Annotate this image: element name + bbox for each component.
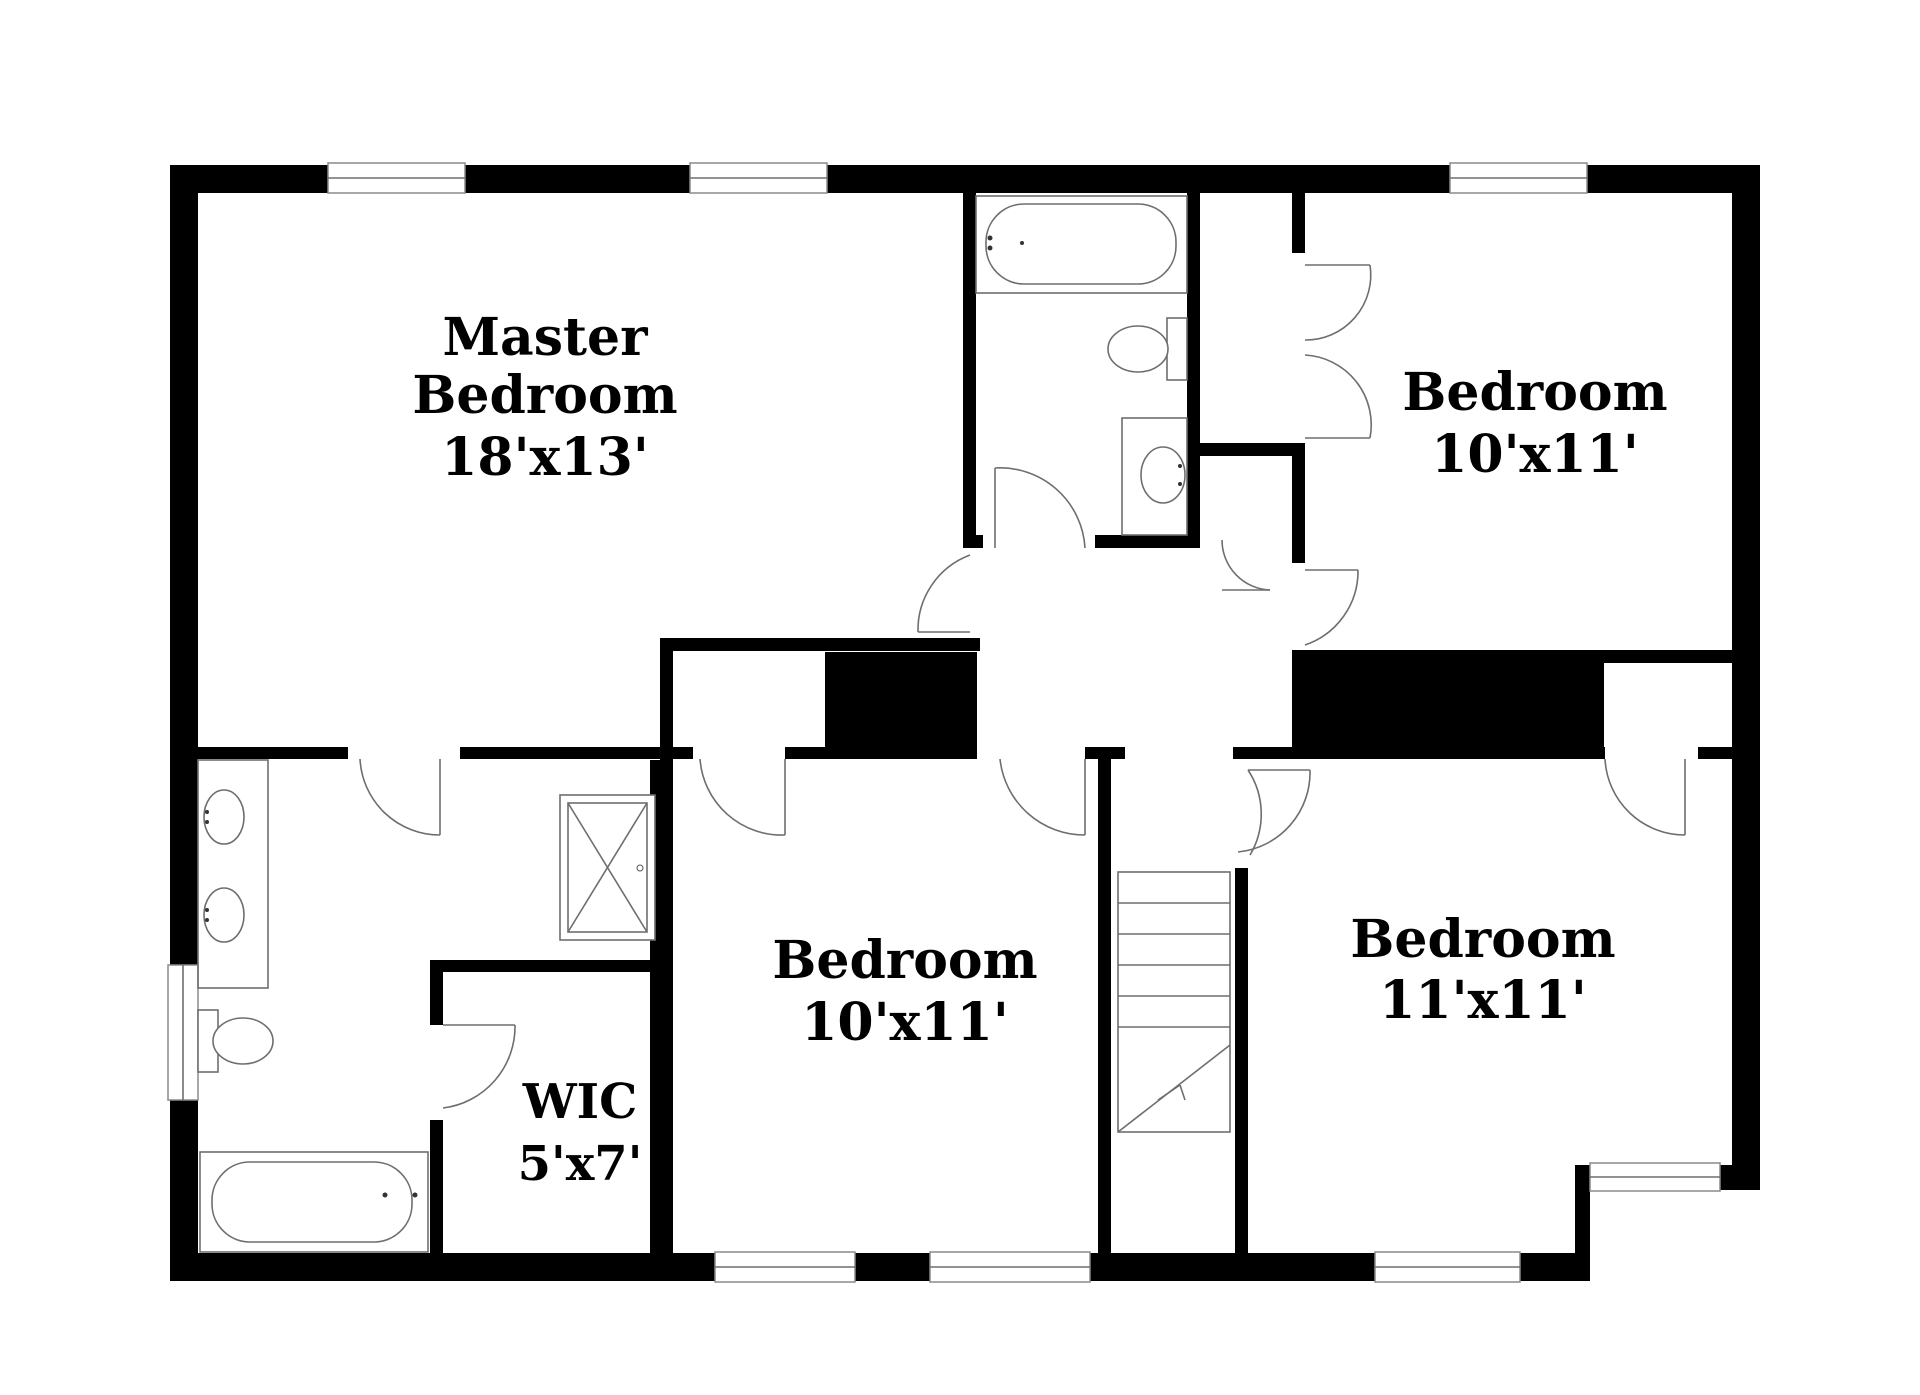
door-swing-icon: [994, 467, 1086, 549]
door-swing-icon: [442, 1024, 516, 1109]
wall-center-top-stub: [673, 747, 693, 759]
wall-center-left: [660, 638, 673, 1270]
master-bedroom-label-line2: Bedroom: [412, 365, 677, 426]
closet-solid-center: [825, 652, 977, 759]
door-swing-icon: [359, 758, 441, 836]
window-icon: [714, 1251, 856, 1283]
window-icon: [327, 162, 466, 194]
wall-left: [170, 165, 198, 1281]
bedroom-center-label: Bedroom: [772, 930, 1037, 991]
hall-bath-fixtures: [975, 195, 1188, 536]
wall-wic-top: [430, 960, 660, 972]
door-swing-icon: [1221, 539, 1271, 591]
window-icon: [1449, 162, 1588, 194]
bedroom-se-size: 11'x11': [1379, 970, 1587, 1031]
closet-solid-right: [1292, 663, 1595, 759]
window-icon: [929, 1251, 1091, 1283]
wall-stair-right: [1235, 868, 1248, 1270]
wall-center-right: [1098, 747, 1111, 1270]
wall-ne-left-lower: [1292, 443, 1305, 563]
sink-icon: [1121, 417, 1188, 536]
sink-icon: [203, 789, 245, 845]
bedroom-ne-label: Bedroom: [1402, 362, 1667, 423]
bathtub-icon: [199, 1151, 429, 1253]
bathtub-icon: [975, 195, 1188, 294]
door-swing-icon: [1237, 769, 1311, 856]
wall-bath2-right: [1187, 193, 1200, 548]
toilet-icon: [197, 1009, 274, 1073]
window-icon: [1374, 1251, 1521, 1283]
master-bedroom-label-line1: Master: [442, 307, 648, 368]
bedroom-se-label: Bedroom: [1350, 909, 1615, 970]
window-icon: [1589, 1162, 1721, 1192]
wall-center-top-right: [785, 747, 835, 759]
wall-ne-left-upper: [1292, 193, 1305, 253]
windows: [167, 162, 1721, 1283]
wall-master-bottom-mid: [460, 747, 665, 759]
window-icon: [167, 964, 199, 1101]
door-swing-icon: [1304, 354, 1373, 439]
wall-bottom: [170, 1253, 1590, 1281]
door-swing-icon: [1304, 264, 1372, 341]
door-swing-icon: [999, 758, 1086, 836]
door-swing-icon: [917, 554, 971, 633]
wall-bath2-left: [963, 193, 976, 548]
wall-wic-left-upper: [430, 960, 443, 1025]
master-bath-fixtures: [197, 759, 656, 1253]
wic-label: WIC: [522, 1074, 638, 1130]
wall-bath2-bottom-left: [963, 535, 983, 548]
wall-master-bottom-left: [198, 747, 348, 759]
wall-se-top-right: [1698, 747, 1738, 759]
stairs-icon: [1117, 871, 1231, 1133]
wall-closet-se-left: [1592, 663, 1604, 753]
sink-icon: [203, 887, 245, 943]
shower-icon: [559, 794, 656, 941]
wall-bump-vertical: [1575, 1165, 1590, 1281]
room-labels: Master Bedroom 18'x13' Bedroom 10'x11' B…: [412, 307, 1667, 1192]
walls: [170, 165, 1760, 1281]
master-bedroom-size: 18'x13': [441, 427, 649, 488]
door-swing-icon: [1604, 758, 1686, 836]
wall-center-top-right2: [1085, 747, 1125, 759]
door-swing-icon: [1304, 569, 1359, 646]
bedroom-ne-size: 10'x11': [1431, 424, 1639, 485]
window-icon: [689, 162, 828, 194]
wall-ne-bottom: [1292, 650, 1760, 663]
wall-se-top-left: [1233, 747, 1293, 759]
doors: [359, 264, 1686, 1109]
wall-closet-ne-bottom: [1200, 443, 1305, 456]
wall-bath2-bottom: [1095, 535, 1200, 548]
wall-wic-left-lower: [430, 1120, 443, 1270]
wic-size: 5'x7': [518, 1136, 643, 1192]
toilet-icon: [1107, 317, 1188, 381]
wall-right: [1732, 165, 1760, 1190]
wall-center-top: [660, 638, 980, 651]
bedroom-center-size: 10'x11': [801, 992, 1009, 1053]
door-swing-icon: [699, 758, 786, 836]
